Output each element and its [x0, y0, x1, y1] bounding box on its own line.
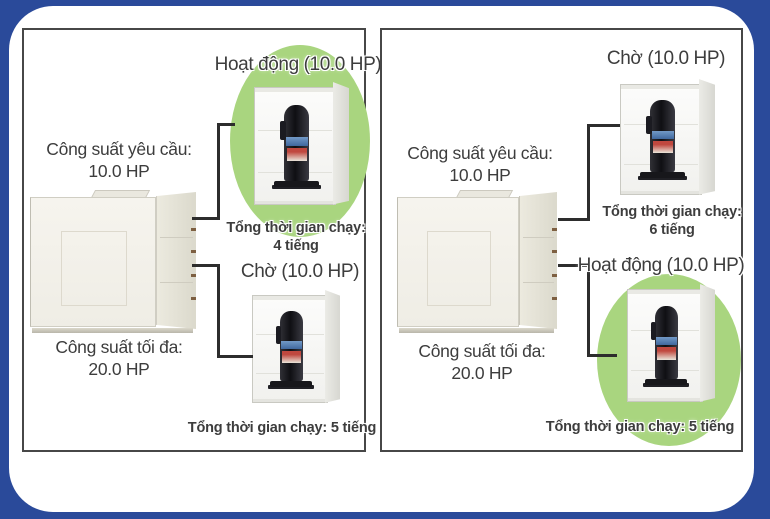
connector-line — [587, 354, 617, 357]
max-capacity-label: Công suất tối đa: 20.0 HP — [55, 336, 183, 380]
indoor-unit-front-face — [30, 197, 157, 327]
compressor-cabinet-side — [698, 79, 715, 195]
compressor-cabinet-side — [332, 82, 349, 205]
scenario-panel-1: Hoạt động (10.0 HP) Tổng thời gian chạy:… — [22, 28, 382, 452]
compressor-image-active — [627, 284, 715, 404]
indoor-unit-access-panel — [60, 231, 128, 307]
pipe-stub — [190, 274, 196, 278]
connector-line — [558, 218, 590, 221]
runtime-label-bottom: Tổng thời gian chạy: 5 tiếng — [187, 420, 377, 436]
runtime-label-line2: 6 tiếng — [649, 222, 695, 238]
runtime-label-bottom: Tổng thời gian chạy: 5 tiếng — [545, 419, 735, 435]
pipe-stub — [190, 249, 196, 253]
connector-line — [217, 355, 253, 358]
connector-line — [587, 124, 590, 221]
indoor-unit-base — [31, 328, 193, 333]
compressor-base-plate — [645, 378, 687, 385]
max-capacity-title: Công suất tối đa: — [418, 341, 546, 361]
connector-line — [192, 264, 220, 267]
indoor-unit-access-panel — [426, 231, 491, 307]
compressor-base-plate — [639, 172, 685, 179]
required-capacity-value: 10.0 HP — [449, 165, 511, 185]
runtime-label-line2: 4 tiếng — [273, 238, 319, 254]
compressor-base-plate — [270, 380, 312, 387]
pipe-stub — [551, 274, 557, 278]
compressor-red-label — [652, 141, 673, 154]
compressor-cabinet-side — [700, 284, 715, 402]
required-capacity-title: Công suất yêu cầu: — [46, 139, 192, 159]
compressor-cylinder — [280, 104, 310, 181]
connector-line — [217, 264, 220, 358]
indoor-unit-image — [30, 190, 196, 333]
compressor-image-active — [254, 82, 349, 207]
compressor-red-label — [657, 347, 676, 360]
compressor-cylinder — [651, 305, 679, 379]
compressor-red-label — [282, 350, 301, 363]
compressor-terminal-box — [280, 121, 286, 141]
pipe-stub — [190, 227, 196, 231]
connector-line — [217, 123, 220, 220]
compressor-blue-label — [651, 131, 674, 140]
max-capacity-label: Công suất tối đa: 20.0 HP — [418, 340, 546, 384]
pipe-stub — [551, 297, 557, 301]
required-capacity-value: 10.0 HP — [88, 161, 150, 181]
pipe-stub — [551, 249, 557, 253]
compressor-blue-label — [656, 337, 677, 346]
pipe-stub — [551, 227, 557, 231]
connector-line — [558, 264, 590, 267]
pipe-stub — [190, 297, 196, 301]
required-capacity-label: Công suất yêu cầu: 10.0 HP — [407, 142, 553, 186]
scenario-panel-2: Chờ (10.0 HP) Tổng thời gian chạy: 6 tiế… — [380, 28, 745, 452]
connector-line — [587, 124, 620, 127]
runtime-label-top: Tổng thời gian chạy: 4 tiếng — [226, 219, 365, 255]
compressor-base-plate — [273, 180, 319, 187]
indoor-unit-front-face — [397, 197, 519, 327]
compressor-blue-label — [281, 340, 302, 349]
indoor-unit-side-face — [518, 192, 557, 329]
required-capacity-label: Công suất yêu cầu: 10.0 HP — [46, 138, 192, 182]
compressor-cylinder — [276, 310, 304, 381]
compressor-image-standby — [620, 79, 715, 197]
compressor-cylinder — [646, 100, 676, 173]
compressor-terminal-box — [276, 326, 282, 344]
max-capacity-title: Công suất tối đa: — [55, 337, 183, 357]
status-label-active: Hoạt động (10.0 HP) — [214, 54, 382, 75]
indoor-unit-side-face — [156, 192, 196, 329]
compressor-terminal-box — [651, 321, 657, 340]
max-capacity-value: 20.0 HP — [88, 359, 150, 379]
compressor-red-label — [286, 147, 307, 161]
compressor-terminal-box — [646, 116, 652, 135]
connector-line — [217, 123, 235, 126]
status-label-standby: Chờ (10.0 HP) — [606, 48, 726, 69]
indoor-unit-base — [398, 328, 554, 333]
max-capacity-value: 20.0 HP — [451, 363, 513, 383]
connector-line — [587, 264, 590, 357]
status-label-active: Hoạt động (10.0 HP) — [577, 255, 745, 276]
compressor-image-standby — [252, 290, 340, 405]
connector-line — [192, 217, 220, 220]
status-label-standby: Chờ (10.0 HP) — [240, 261, 360, 282]
indoor-unit-image — [397, 190, 557, 333]
compressor-blue-label — [285, 137, 308, 146]
runtime-label-line1: Tổng thời gian chạy: — [226, 220, 366, 236]
compressor-cabinet-side — [325, 290, 340, 403]
runtime-label-top: Tổng thời gian chạy: 6 tiếng — [602, 203, 741, 239]
required-capacity-title: Công suất yêu cầu: — [407, 143, 553, 163]
runtime-label-line1: Tổng thời gian chạy: — [602, 204, 742, 220]
